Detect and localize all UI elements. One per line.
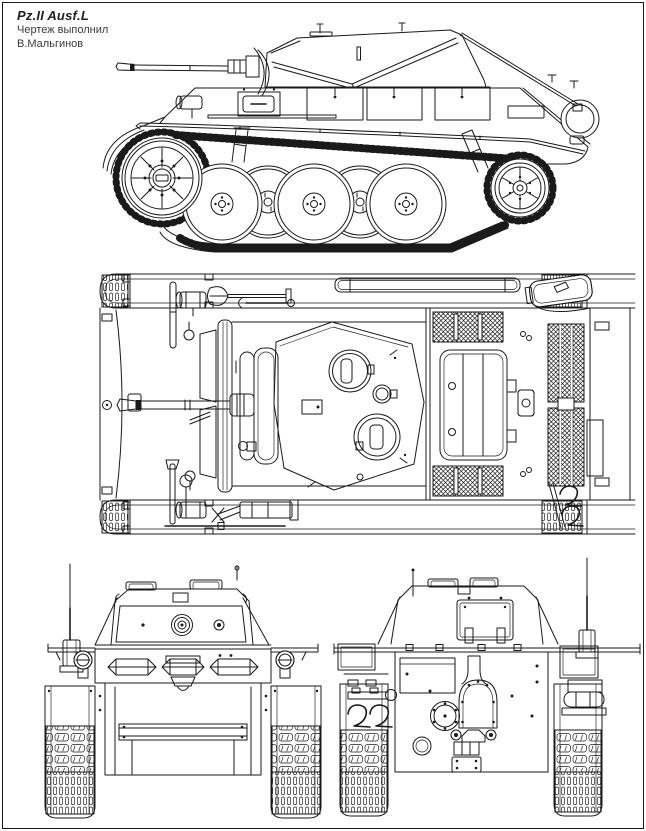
credit-author: В.Мальгинов bbox=[17, 38, 84, 50]
rear-track-left bbox=[339, 683, 389, 817]
credit-line: Чертеж выполнил bbox=[17, 24, 109, 37]
vent-port bbox=[372, 384, 398, 404]
tow-coupling bbox=[170, 676, 196, 691]
front-track-right bbox=[270, 685, 322, 819]
tow-eyes bbox=[450, 729, 497, 741]
wrench bbox=[238, 297, 295, 309]
engine-hatch bbox=[439, 349, 517, 461]
right-fender-stowage bbox=[559, 645, 607, 716]
rear-antenna-small bbox=[411, 568, 415, 597]
fender-tools-rear bbox=[164, 459, 299, 530]
cleaning-rod bbox=[164, 522, 286, 530]
latch bbox=[517, 389, 535, 417]
tow-hooks-top-view bbox=[548, 482, 584, 529]
rear-hull bbox=[333, 643, 641, 773]
folded-antenna bbox=[459, 32, 583, 112]
grab-rail bbox=[207, 114, 337, 119]
fender bbox=[135, 122, 586, 155]
side-view bbox=[102, 22, 600, 253]
top-track-bands bbox=[99, 273, 636, 535]
drive-sprocket bbox=[121, 137, 203, 219]
idler-wheel bbox=[490, 158, 550, 218]
engine-deck bbox=[432, 274, 631, 529]
rear-turret bbox=[377, 577, 559, 645]
suspension-brackets bbox=[231, 127, 489, 173]
turret-stowage-box bbox=[456, 596, 514, 644]
muffler-top bbox=[524, 274, 593, 308]
shovel bbox=[207, 286, 292, 306]
deck-box bbox=[507, 105, 545, 119]
stowage-rack bbox=[334, 277, 521, 293]
top-hull bbox=[99, 307, 431, 501]
jack bbox=[211, 499, 299, 523]
front-turret bbox=[94, 565, 270, 646]
spare-track-rack bbox=[107, 655, 259, 676]
rear-track-right bbox=[553, 683, 603, 817]
intake-grille-bottom bbox=[432, 465, 504, 497]
left-fender-stowage bbox=[337, 643, 397, 728]
intake-grille-top bbox=[432, 311, 504, 343]
tow-bracket bbox=[451, 729, 486, 773]
mantlet bbox=[235, 347, 279, 465]
exhaust bbox=[458, 655, 498, 729]
top-gun bbox=[116, 347, 279, 465]
gun-front bbox=[171, 614, 193, 636]
side-road-wheels-outer bbox=[181, 163, 447, 245]
jack-rear bbox=[561, 679, 607, 716]
sprocket-spokes bbox=[131, 147, 193, 209]
drawing-title-text: Pz.II Ausf.L bbox=[17, 8, 89, 23]
headlight-top-view bbox=[175, 501, 207, 519]
front-track-left bbox=[44, 685, 96, 819]
headlight-top-view bbox=[175, 291, 207, 317]
headlight-left bbox=[73, 650, 93, 679]
fender-tools-front bbox=[169, 281, 295, 349]
muffler bbox=[560, 99, 600, 145]
top-turret bbox=[273, 321, 425, 491]
front-view bbox=[44, 563, 322, 819]
spare-shackles bbox=[347, 704, 393, 728]
headlight bbox=[175, 95, 203, 119]
drawing-title: Pz.II Ausf.L bbox=[17, 8, 108, 24]
commander-hatch bbox=[328, 349, 375, 393]
title-block: Pz.II Ausf.L Чертеж выполнил В.Мальгинов bbox=[17, 8, 108, 52]
rear-plate bbox=[586, 307, 631, 501]
rear-view bbox=[333, 557, 641, 817]
lower-hull-front bbox=[104, 682, 262, 776]
mg-port bbox=[213, 619, 225, 631]
headlight-right bbox=[275, 650, 295, 679]
road-wheel bbox=[365, 163, 447, 245]
radiator-grilles bbox=[547, 323, 585, 487]
gun bbox=[115, 47, 270, 97]
superstructure-front-plate bbox=[217, 319, 233, 493]
rear-antenna-tall bbox=[575, 557, 599, 659]
side-hull bbox=[102, 74, 600, 175]
small-hatch-round bbox=[412, 736, 432, 756]
rear-panel bbox=[399, 657, 456, 694]
top-view bbox=[99, 273, 636, 535]
turret-port bbox=[301, 399, 323, 415]
access-hatch-round bbox=[430, 701, 460, 731]
gunner-hatch bbox=[353, 413, 401, 461]
side-turret bbox=[115, 22, 583, 112]
front-hull bbox=[47, 643, 319, 776]
road-wheel bbox=[273, 163, 355, 245]
axe bbox=[165, 459, 180, 525]
